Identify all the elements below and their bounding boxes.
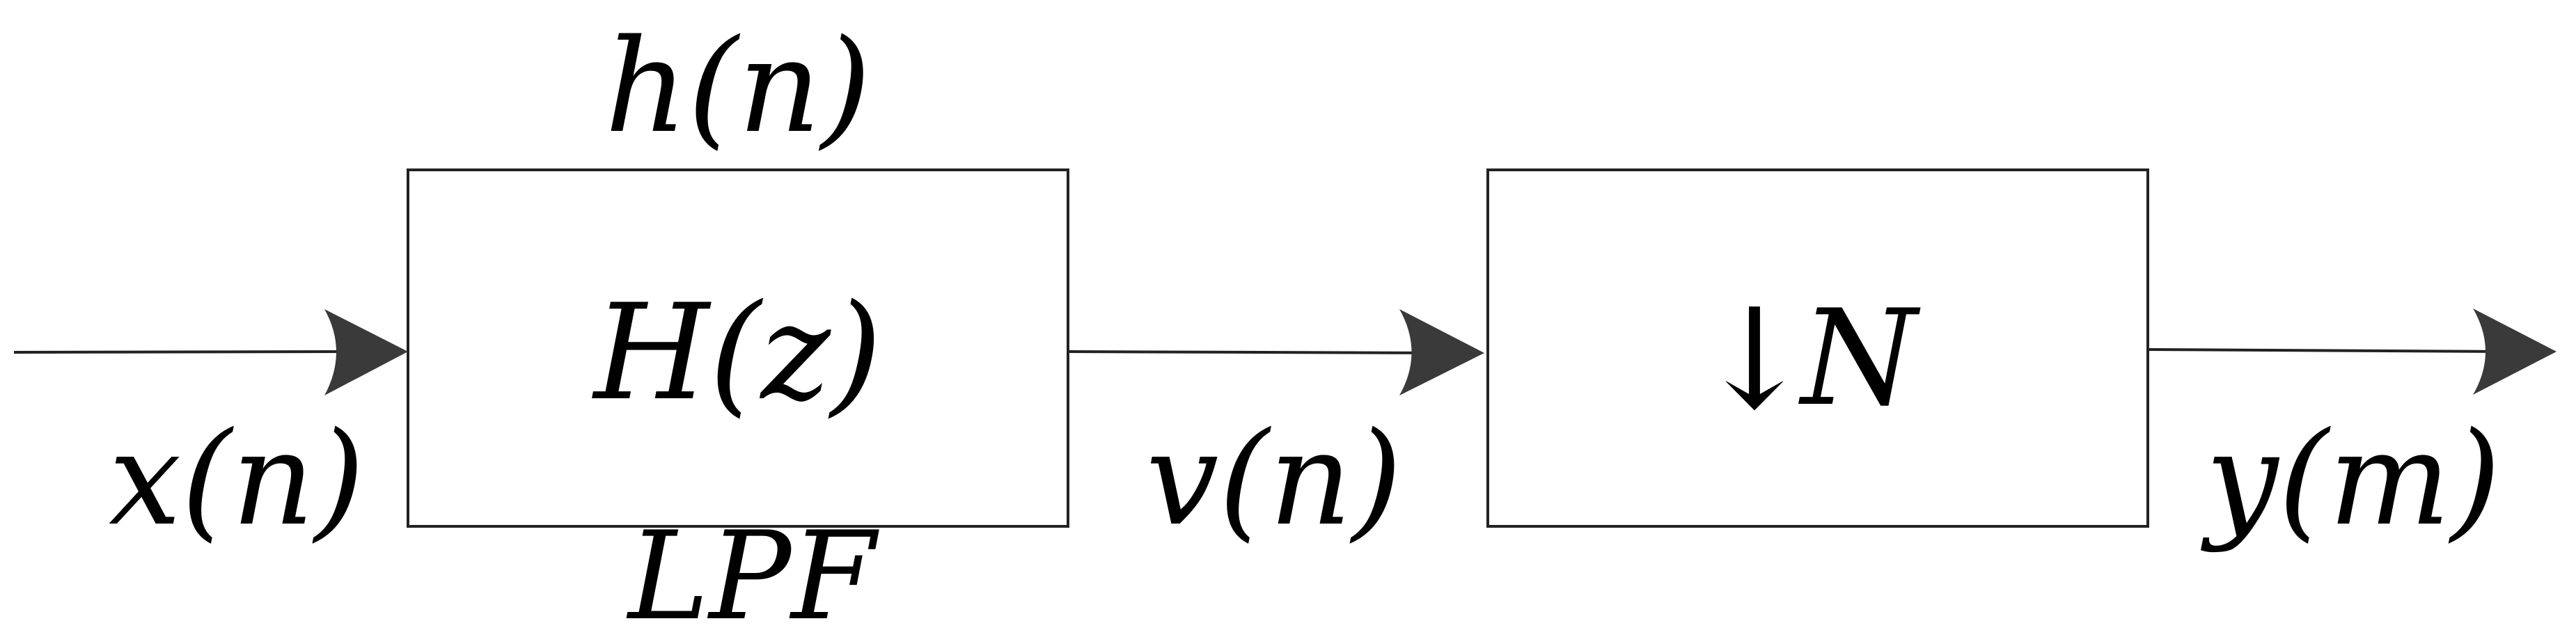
downsample-factor-label: N [1798, 281, 1921, 435]
down-arrow-icon: ↓ [1696, 278, 1813, 441]
intermediate-arrowhead [1399, 309, 1484, 395]
filter-block [407, 168, 1069, 528]
output-arrowhead [2473, 308, 2557, 395]
impulse-response-label: h(n) [605, 11, 872, 162]
intermediate-wire [1067, 350, 1435, 354]
input-arrowhead [324, 309, 408, 395]
output-wire [2147, 348, 2507, 353]
filter-type-label: LPF [626, 506, 879, 644]
input-signal-label: x(n) [109, 404, 365, 554]
transfer-function-label: H(z) [592, 276, 882, 430]
downsample-symbol: ↓ N [1696, 278, 1921, 441]
output-signal-label: y(m) [2201, 404, 2501, 554]
downsampler-block [1486, 168, 2149, 528]
intermediate-signal-label: v(n) [1146, 404, 1402, 554]
